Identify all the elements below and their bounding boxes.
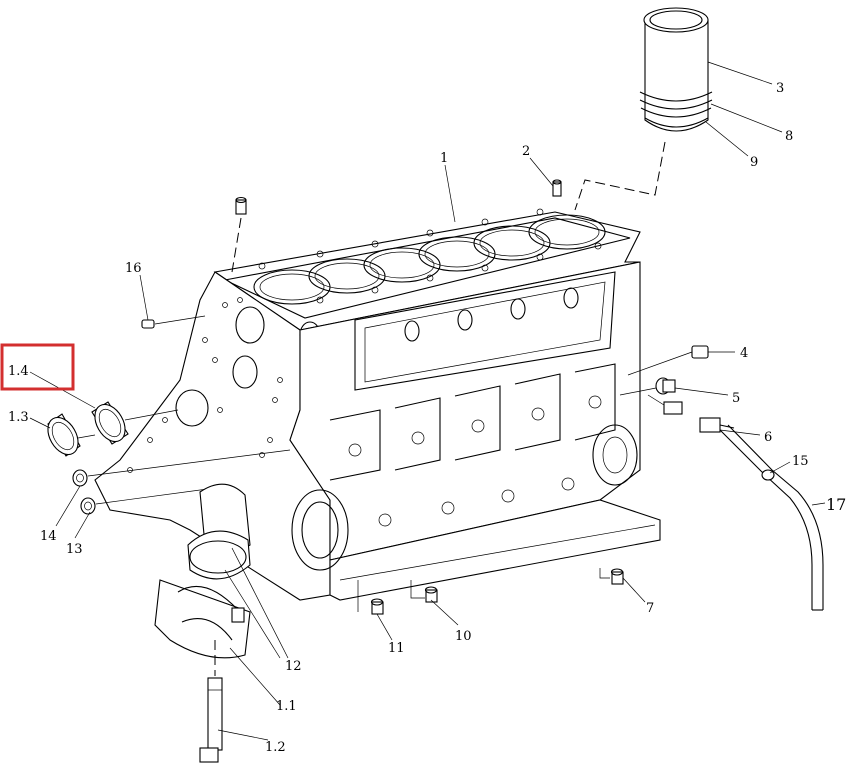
plug-11 bbox=[370, 598, 384, 615]
callout-9: 9 bbox=[750, 155, 758, 170]
oil-pipe bbox=[719, 424, 824, 611]
callout-1-2: 1.2 bbox=[265, 740, 286, 755]
cylinder-liner bbox=[639, 7, 713, 132]
callout-4: 4 bbox=[740, 346, 748, 361]
cylinder-bores bbox=[253, 214, 606, 305]
callout-10: 10 bbox=[455, 629, 472, 644]
callout-1-3: 1.3 bbox=[8, 410, 29, 425]
camshaft-bushing-1-3 bbox=[47, 413, 81, 457]
callout-6: 6 bbox=[764, 430, 772, 445]
callout-7: 7 bbox=[646, 601, 654, 616]
callout-1: 1 bbox=[440, 151, 448, 166]
callout-1-4: 1.4 bbox=[8, 364, 29, 379]
cylinder-block bbox=[94, 208, 661, 601]
plug-7 bbox=[599, 568, 624, 585]
callout-14: 14 bbox=[40, 529, 57, 544]
plug-13 bbox=[80, 487, 216, 515]
callout-17: 17 bbox=[826, 495, 846, 514]
callout-highlight-box bbox=[0, 343, 75, 391]
callout-labels: 1 2 3 4 5 6 7 8 9 10 11 12 13 14 15 16 1… bbox=[8, 81, 846, 755]
main-bearing-cap bbox=[154, 579, 251, 659]
callout-16: 16 bbox=[125, 261, 142, 276]
callout-15: 15 bbox=[792, 454, 809, 469]
dowel-pin bbox=[552, 179, 562, 197]
callout-3: 3 bbox=[776, 81, 784, 96]
callout-13: 13 bbox=[66, 542, 83, 557]
camshaft-bushing-1-4 bbox=[91, 401, 129, 445]
plug-10 bbox=[410, 580, 438, 603]
thrust-bearing bbox=[187, 483, 251, 580]
callout-12: 12 bbox=[285, 659, 302, 674]
pin-top bbox=[231, 196, 247, 273]
callout-5: 5 bbox=[732, 391, 740, 406]
fitting-6 bbox=[647, 394, 735, 433]
callout-2: 2 bbox=[522, 144, 530, 159]
main-bearing-bolt bbox=[199, 640, 223, 763]
fitting-5 bbox=[619, 377, 676, 396]
fitting-4 bbox=[627, 345, 709, 376]
callout-11: 11 bbox=[388, 641, 405, 656]
callout-1-1: 1.1 bbox=[276, 699, 297, 714]
callout-8: 8 bbox=[785, 129, 793, 144]
